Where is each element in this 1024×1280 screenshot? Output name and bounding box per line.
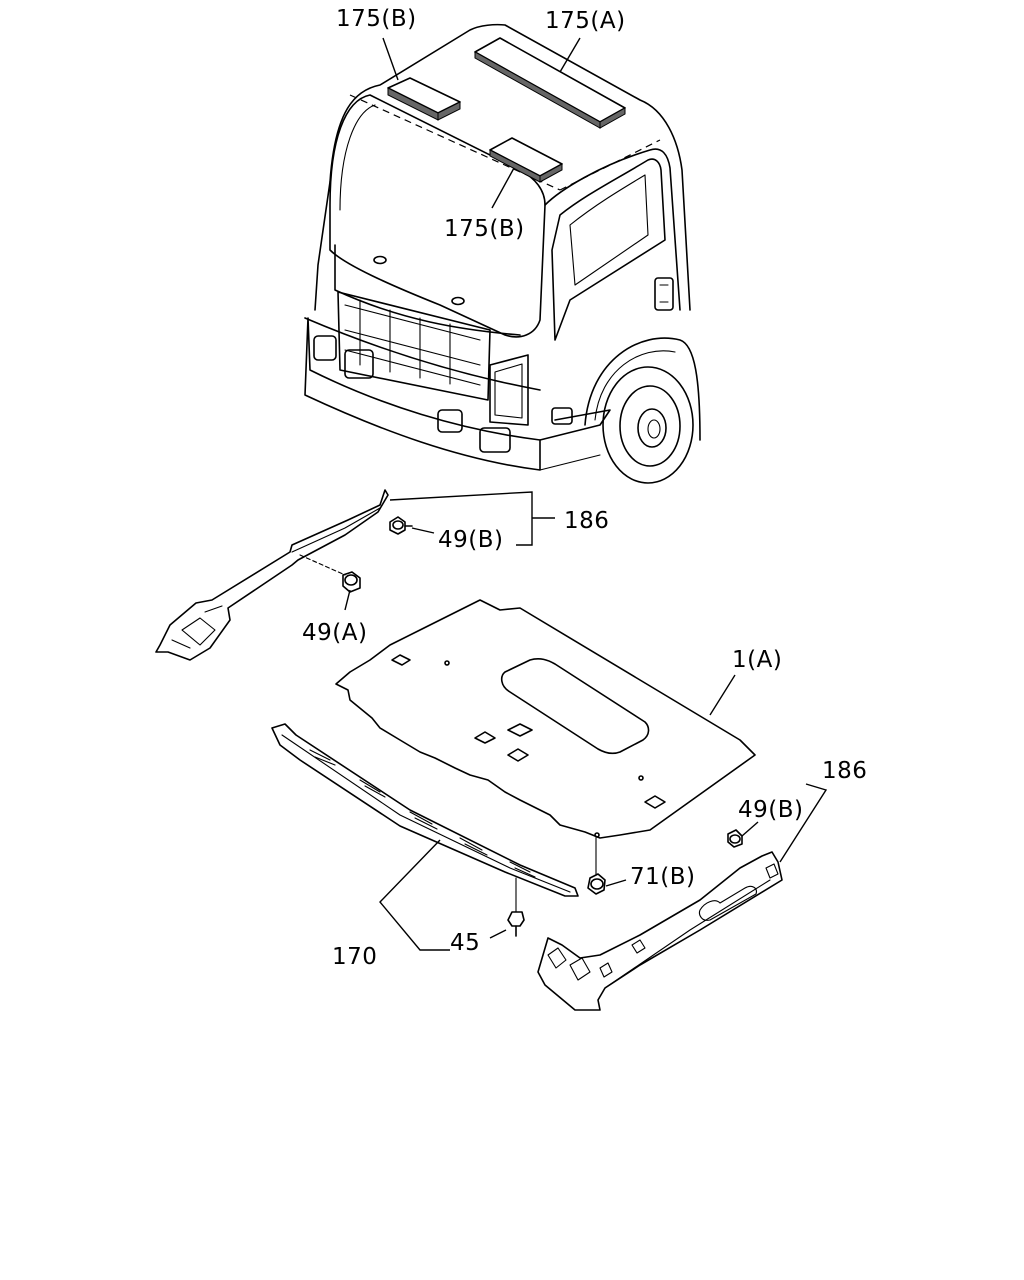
truck-cab [304, 23, 701, 484]
label-170: 170 [332, 944, 377, 970]
label-186-right: 186 [822, 758, 867, 784]
clip-49b-upper [389, 516, 413, 535]
label-1a: 1(A) [732, 647, 782, 673]
label-49b-top: 49(B) [438, 527, 504, 553]
label-175b-mid: 175(B) [444, 216, 525, 242]
roof-pad-175a [474, 37, 626, 129]
header-rail-170 [271, 723, 579, 897]
label-49a: 49(A) [302, 620, 367, 646]
label-186-top: 186 [564, 508, 609, 534]
headliner-panel [335, 599, 756, 839]
label-71b: 71(B) [630, 864, 696, 890]
pillar-trim-upper-186 [155, 489, 389, 661]
label-49b-right: 49(B) [738, 797, 804, 823]
clip-49b-lower [727, 821, 759, 848]
label-45: 45 [450, 930, 480, 956]
clip-49a [342, 571, 361, 593]
label-175b-top: 175(B) [336, 6, 417, 32]
roof-pad-175b-center [489, 137, 563, 183]
screw-45 [507, 877, 525, 937]
label-175a: 175(A) [545, 8, 626, 34]
pillar-trim-lower-186 [537, 851, 783, 1011]
clip-71b [587, 837, 627, 895]
roof-pad-175b-left [387, 77, 461, 121]
